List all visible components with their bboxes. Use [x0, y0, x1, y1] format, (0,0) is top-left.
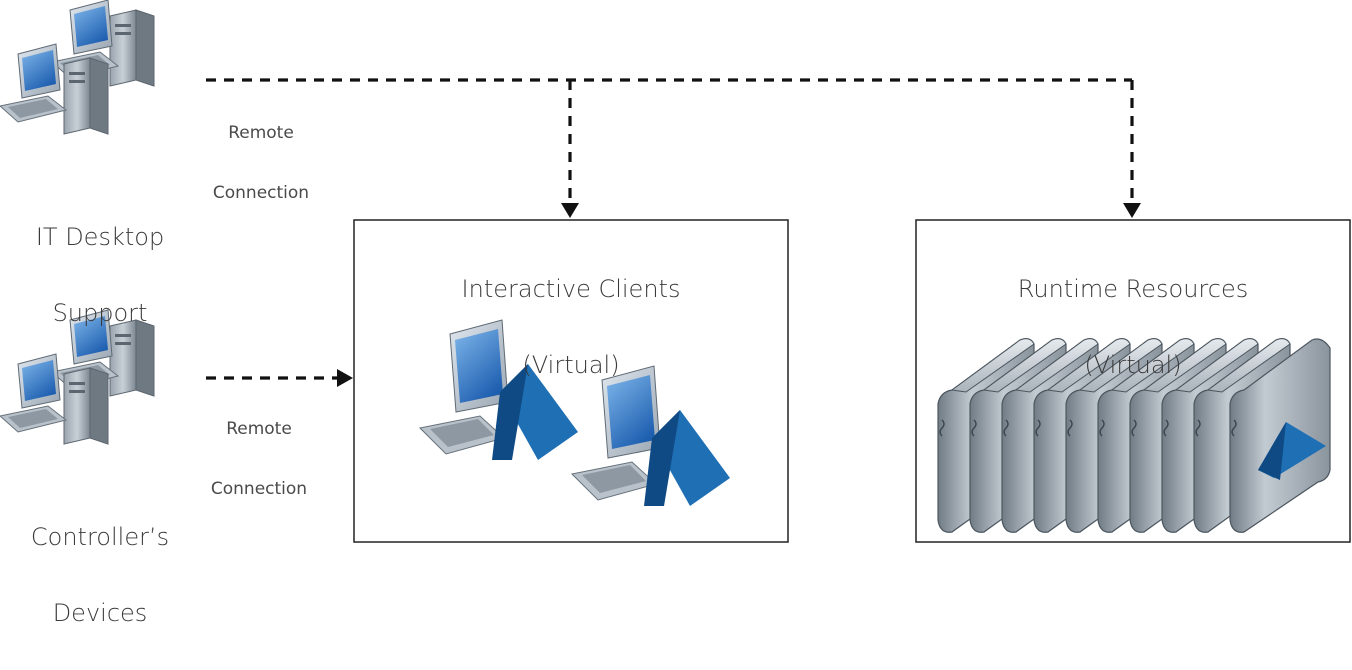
interactive-clients-label: Interactive Clients (Virtual) [354, 232, 788, 422]
interactive-clients-subtitle: (Virtual) [522, 351, 620, 379]
interactive-clients-title: Interactive Clients [461, 275, 681, 303]
edge-label-line2: Connection [212, 183, 310, 203]
arrowhead-runtime-resources [1123, 203, 1141, 218]
arrowheads [337, 203, 1141, 387]
edge-label-line2: Connection [210, 479, 308, 499]
arrowhead-interactive-clients [561, 203, 579, 218]
runtime-resources-label: Runtime Resources (Virtual) [916, 232, 1350, 422]
controllers-label: Controller’s Devices [0, 480, 200, 670]
virtual-workstation-icon-2 [570, 365, 730, 506]
interactive-clients-box [353, 219, 789, 543]
controllers-edge-label: Remote Connection [194, 384, 324, 534]
edge-label-line1: Remote [228, 123, 294, 143]
diagram-canvas [0, 0, 1351, 543]
runtime-resources-subtitle: (Virtual) [1084, 351, 1182, 379]
runtime-resources-title: Runtime Resources [1017, 275, 1249, 303]
blade-server-icon [937, 337, 1331, 533]
connectors [206, 78, 1134, 380]
it-support-label-line2: Support [52, 299, 148, 327]
it-support-edge-label: Remote Connection [196, 88, 326, 238]
it-support-label-line1: IT Desktop [35, 223, 165, 251]
virtual-workstation-icon-1 [418, 319, 578, 460]
it-support-label: IT Desktop Support [0, 180, 200, 370]
edge-label-line1: Remote [226, 419, 292, 439]
arrowhead-controllers [337, 369, 353, 387]
it-support-computers-icon [0, 0, 154, 134]
controllers-label-line1: Controller’s [30, 523, 170, 551]
controllers-label-line2: Devices [52, 599, 148, 627]
